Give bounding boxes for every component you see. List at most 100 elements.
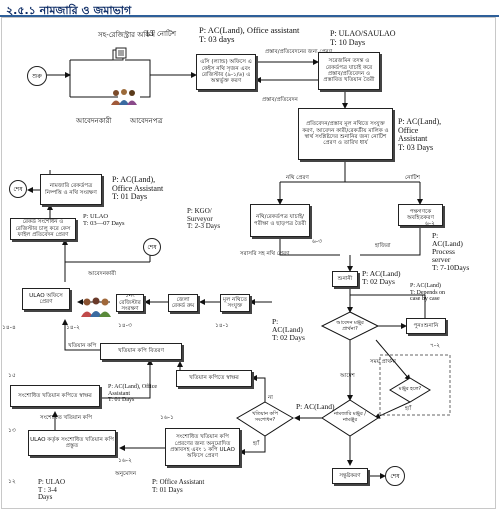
box-register-one: ১নং রেজিস্টার সংরক্ষণ bbox=[116, 294, 144, 312]
resp-p9: P: AC(Land) T: Depends on case by case bbox=[410, 283, 446, 302]
box-record-disposal-text: নামজারি রেকর্ডপত্র নিষ্পত্তি ও নথি সংরক্… bbox=[45, 183, 97, 196]
box-rehearing-text: পুনঃশুনানি bbox=[413, 322, 439, 329]
decision-d2: নামজারি মঞ্জুর / নামঞ্জুর bbox=[334, 411, 366, 423]
edge-d3-d2 bbox=[374, 401, 411, 419]
decision-d4: খতিয়ান কপি সংশোধন? bbox=[252, 411, 278, 423]
box-satisfaction-text: সন্তুষ্টকরণ bbox=[339, 472, 361, 479]
resp-p14: P: ULAO T : 3-4 Days bbox=[38, 478, 66, 501]
box-attach-main: মূল নথিতে সংযুক্ত bbox=[220, 294, 250, 312]
edge-b14-left bbox=[62, 319, 100, 351]
resp-p8: P: AC(Land) T: 02 Days bbox=[362, 269, 401, 286]
resp-p4: P: AC(Land), Office Assistant T: 01 Days bbox=[112, 175, 164, 201]
box-notice-hearing: প্রতিবেদন/প্রস্তাব মূল নথিতে সংযুক্ত করণ… bbox=[298, 108, 393, 160]
edge-label-e3: নথি প্রেরণ bbox=[286, 175, 309, 181]
edge-d1-d3 bbox=[375, 339, 411, 381]
resp-p2: P: ULAO/SAULAO T: 10 Days bbox=[330, 29, 396, 47]
edge-label-e8: খতিয়ান কপি bbox=[68, 343, 97, 349]
label-lt-notice: LT নোটিশ bbox=[146, 30, 176, 38]
resp-p13: P: Office Assistant T: 01 Days bbox=[152, 478, 205, 494]
decision-d2-shape bbox=[321, 399, 379, 437]
box-sign-khatian-text: খতিয়ান কপিতে স্বাক্ষর bbox=[189, 375, 239, 382]
step-tag-s2: ৬-৩ bbox=[312, 238, 322, 245]
edge-label-e2: প্রস্তাব/প্রতিবেদন bbox=[262, 97, 298, 103]
step-tag-s6: ১৪-৩ bbox=[118, 322, 132, 329]
edge-label-e16: না bbox=[268, 395, 273, 401]
box-signed-corrected: সংশোধিত খতিয়ান কপিতে স্বাক্ষর bbox=[10, 385, 100, 407]
box-send-approved: সংশোধিত খতিয়ান কপি প্রেরণের জন্য অনুমোদ… bbox=[165, 428, 240, 466]
header: ২.৫.১ নামজারি ও জমাভাগ bbox=[0, 0, 499, 17]
edge-label-e9: সংশোধিত খতিয়ান কপি bbox=[40, 415, 92, 421]
actor-registrar-office: সহ-রেজিস্ট্রার অফিস bbox=[98, 31, 156, 39]
box-notify-parties: পক্ষগণকে অবহিতকরণ bbox=[398, 204, 443, 226]
box-field-inquiry-text: সরেজমিন তদন্ত ও রেকর্ডপত্র যাচাই করে প্র… bbox=[323, 58, 375, 84]
end-node-right: শেষ bbox=[385, 466, 405, 486]
edge-label-e11: আদেশ bbox=[340, 373, 355, 379]
edge-label-e5: হাজিরা bbox=[375, 243, 391, 249]
step-tag-s12: ১৩ bbox=[8, 427, 16, 434]
edge-d4-b18 bbox=[239, 436, 266, 455]
edge-b15-b14 bbox=[100, 359, 153, 399]
decision-d3: মঞ্জুর হলে? bbox=[398, 386, 422, 392]
decision-d1-shape bbox=[320, 311, 380, 341]
edge-label-e7: আবেদনকারী bbox=[88, 271, 116, 277]
box-notify-parties-text: পক্ষগণকে অবহিতকরণ bbox=[406, 208, 435, 221]
edge-label-e15: অনুমোদন bbox=[115, 471, 137, 477]
box-field-inquiry: সরেজমিন তদন্ত ও রেকর্ডপত্র যাচাই করে প্র… bbox=[318, 52, 380, 90]
end-mid-label: শেষ bbox=[147, 243, 157, 251]
resp-p1: P: AC(Land), Office assistant T: 03 days bbox=[199, 25, 300, 44]
box-record-disposal: নামজারি রেকর্ডপত্র নিষ্পত্তি ও নথি সংরক্… bbox=[40, 174, 102, 205]
step-tag-s7: ১৪-২ bbox=[66, 324, 80, 331]
step-tag-s13: ১২ bbox=[8, 478, 16, 485]
resp-p12: P: AC(Land) bbox=[296, 402, 335, 411]
resp-p10: P: AC(Land) T: 02 Days bbox=[272, 317, 305, 342]
step-tag-s11: ১৬-২ bbox=[118, 457, 132, 464]
end-node-top-left: শেষ bbox=[9, 180, 27, 198]
box-record-correction-text: রেকর্ড সংশোধন ও রেজিস্টার চালু করে কেস ফ… bbox=[15, 219, 71, 239]
actor-applicant: আবেদনকারী bbox=[76, 117, 112, 125]
box-district-record: জেলা রেকর্ড রুম bbox=[168, 294, 198, 312]
box-signed-corrected-text: সংশোধিত খতিয়ান কপিতে স্বাক্ষর bbox=[18, 392, 92, 399]
box-district-record-text: জেলা রেকর্ড রুম bbox=[171, 296, 195, 309]
edge-b6-b8 bbox=[279, 237, 340, 256]
end-node-mid: শেষ bbox=[143, 238, 161, 256]
step-tag-s10: ১৬-১ bbox=[160, 414, 174, 421]
box-khatian-distribution: খতিয়ান কপি বিতরণ bbox=[100, 343, 182, 360]
step-tag-s8: ১৪-১ bbox=[215, 322, 229, 329]
box-document-check: নথি/রেকর্ডপত্র যাচাই/ পরীক্ষা ও ছাড়পত্র… bbox=[250, 204, 310, 237]
actor-application: আবেদনপত্র bbox=[130, 117, 163, 125]
box-ulao-prepare: ULAO কর্তৃক সংশোধিত খতিয়ান কপি প্রস্তুত bbox=[28, 430, 116, 456]
edge-label-e10: সময় প্রার্থনা bbox=[370, 359, 396, 365]
dashed-region bbox=[379, 354, 451, 416]
document-stack-icon bbox=[112, 46, 128, 61]
resp-p3: P: AC(Land), Office Assistant T: 03 Days bbox=[398, 117, 442, 152]
edge-merge-bottom bbox=[140, 75, 151, 98]
box-register-one-text: ১নং রেজিস্টার সংরক্ষণ bbox=[119, 294, 141, 312]
edge-b9-back bbox=[350, 294, 426, 318]
header-rule bbox=[0, 15, 499, 17]
edge-label-e4: নোটিশ bbox=[405, 175, 420, 181]
start-label: শুরু bbox=[32, 72, 42, 80]
resp-p5: P: ULAO T: 03—07 Days bbox=[83, 213, 125, 227]
box-record-correction: রেকর্ড সংশোধন ও রেজিস্টার চালু করে কেস ফ… bbox=[10, 218, 76, 240]
edge-label-e12: হ্যাঁ bbox=[405, 406, 412, 412]
edge-d4-b16 bbox=[251, 375, 266, 402]
edge-label-e1: প্রস্তাব/প্রতিবেদনের জন্য প্রেরণ bbox=[265, 49, 333, 55]
box-sign-khatian: খতিয়ান কপিতে স্বাক্ষর bbox=[176, 370, 252, 387]
edge-label-e14: হ্যাঁ bbox=[253, 441, 260, 447]
box-hearing-text: শুনানী bbox=[337, 275, 353, 282]
box-ulao-prepare-text: ULAO কর্তৃক সংশোধিত খতিয়ান কপি প্রস্তুত bbox=[30, 436, 114, 449]
box-notice-hearing-text: প্রতিবেদন/প্রস্তাব মূল নথিতে সংযুক্ত করণ… bbox=[302, 121, 389, 147]
page-title: ২.৫.১ নামজারি ও জমাভাগ bbox=[6, 4, 132, 17]
decision-d4-shape bbox=[236, 401, 294, 437]
box-attach-main-text: মূল নথিতে সংযুক্ত bbox=[222, 296, 248, 309]
box-satisfaction: সন্তুষ্টকরণ bbox=[332, 468, 368, 484]
box-hearing: শুনানী bbox=[332, 271, 358, 287]
people-group-icon bbox=[110, 88, 138, 106]
box-rehearing: পুনঃশুনানি bbox=[406, 318, 446, 334]
edge-b7-b8 bbox=[360, 226, 421, 256]
box-case-creation: এসি (ল্যান্ড) অফিসে এ কেইস নথি সৃজন এবং … bbox=[196, 54, 256, 90]
box-send-ulao-text: ULAO অফিসে প্রেরণ bbox=[29, 292, 63, 305]
diagram-frame bbox=[1, 17, 496, 509]
end-right-label: শেষ bbox=[390, 472, 400, 480]
